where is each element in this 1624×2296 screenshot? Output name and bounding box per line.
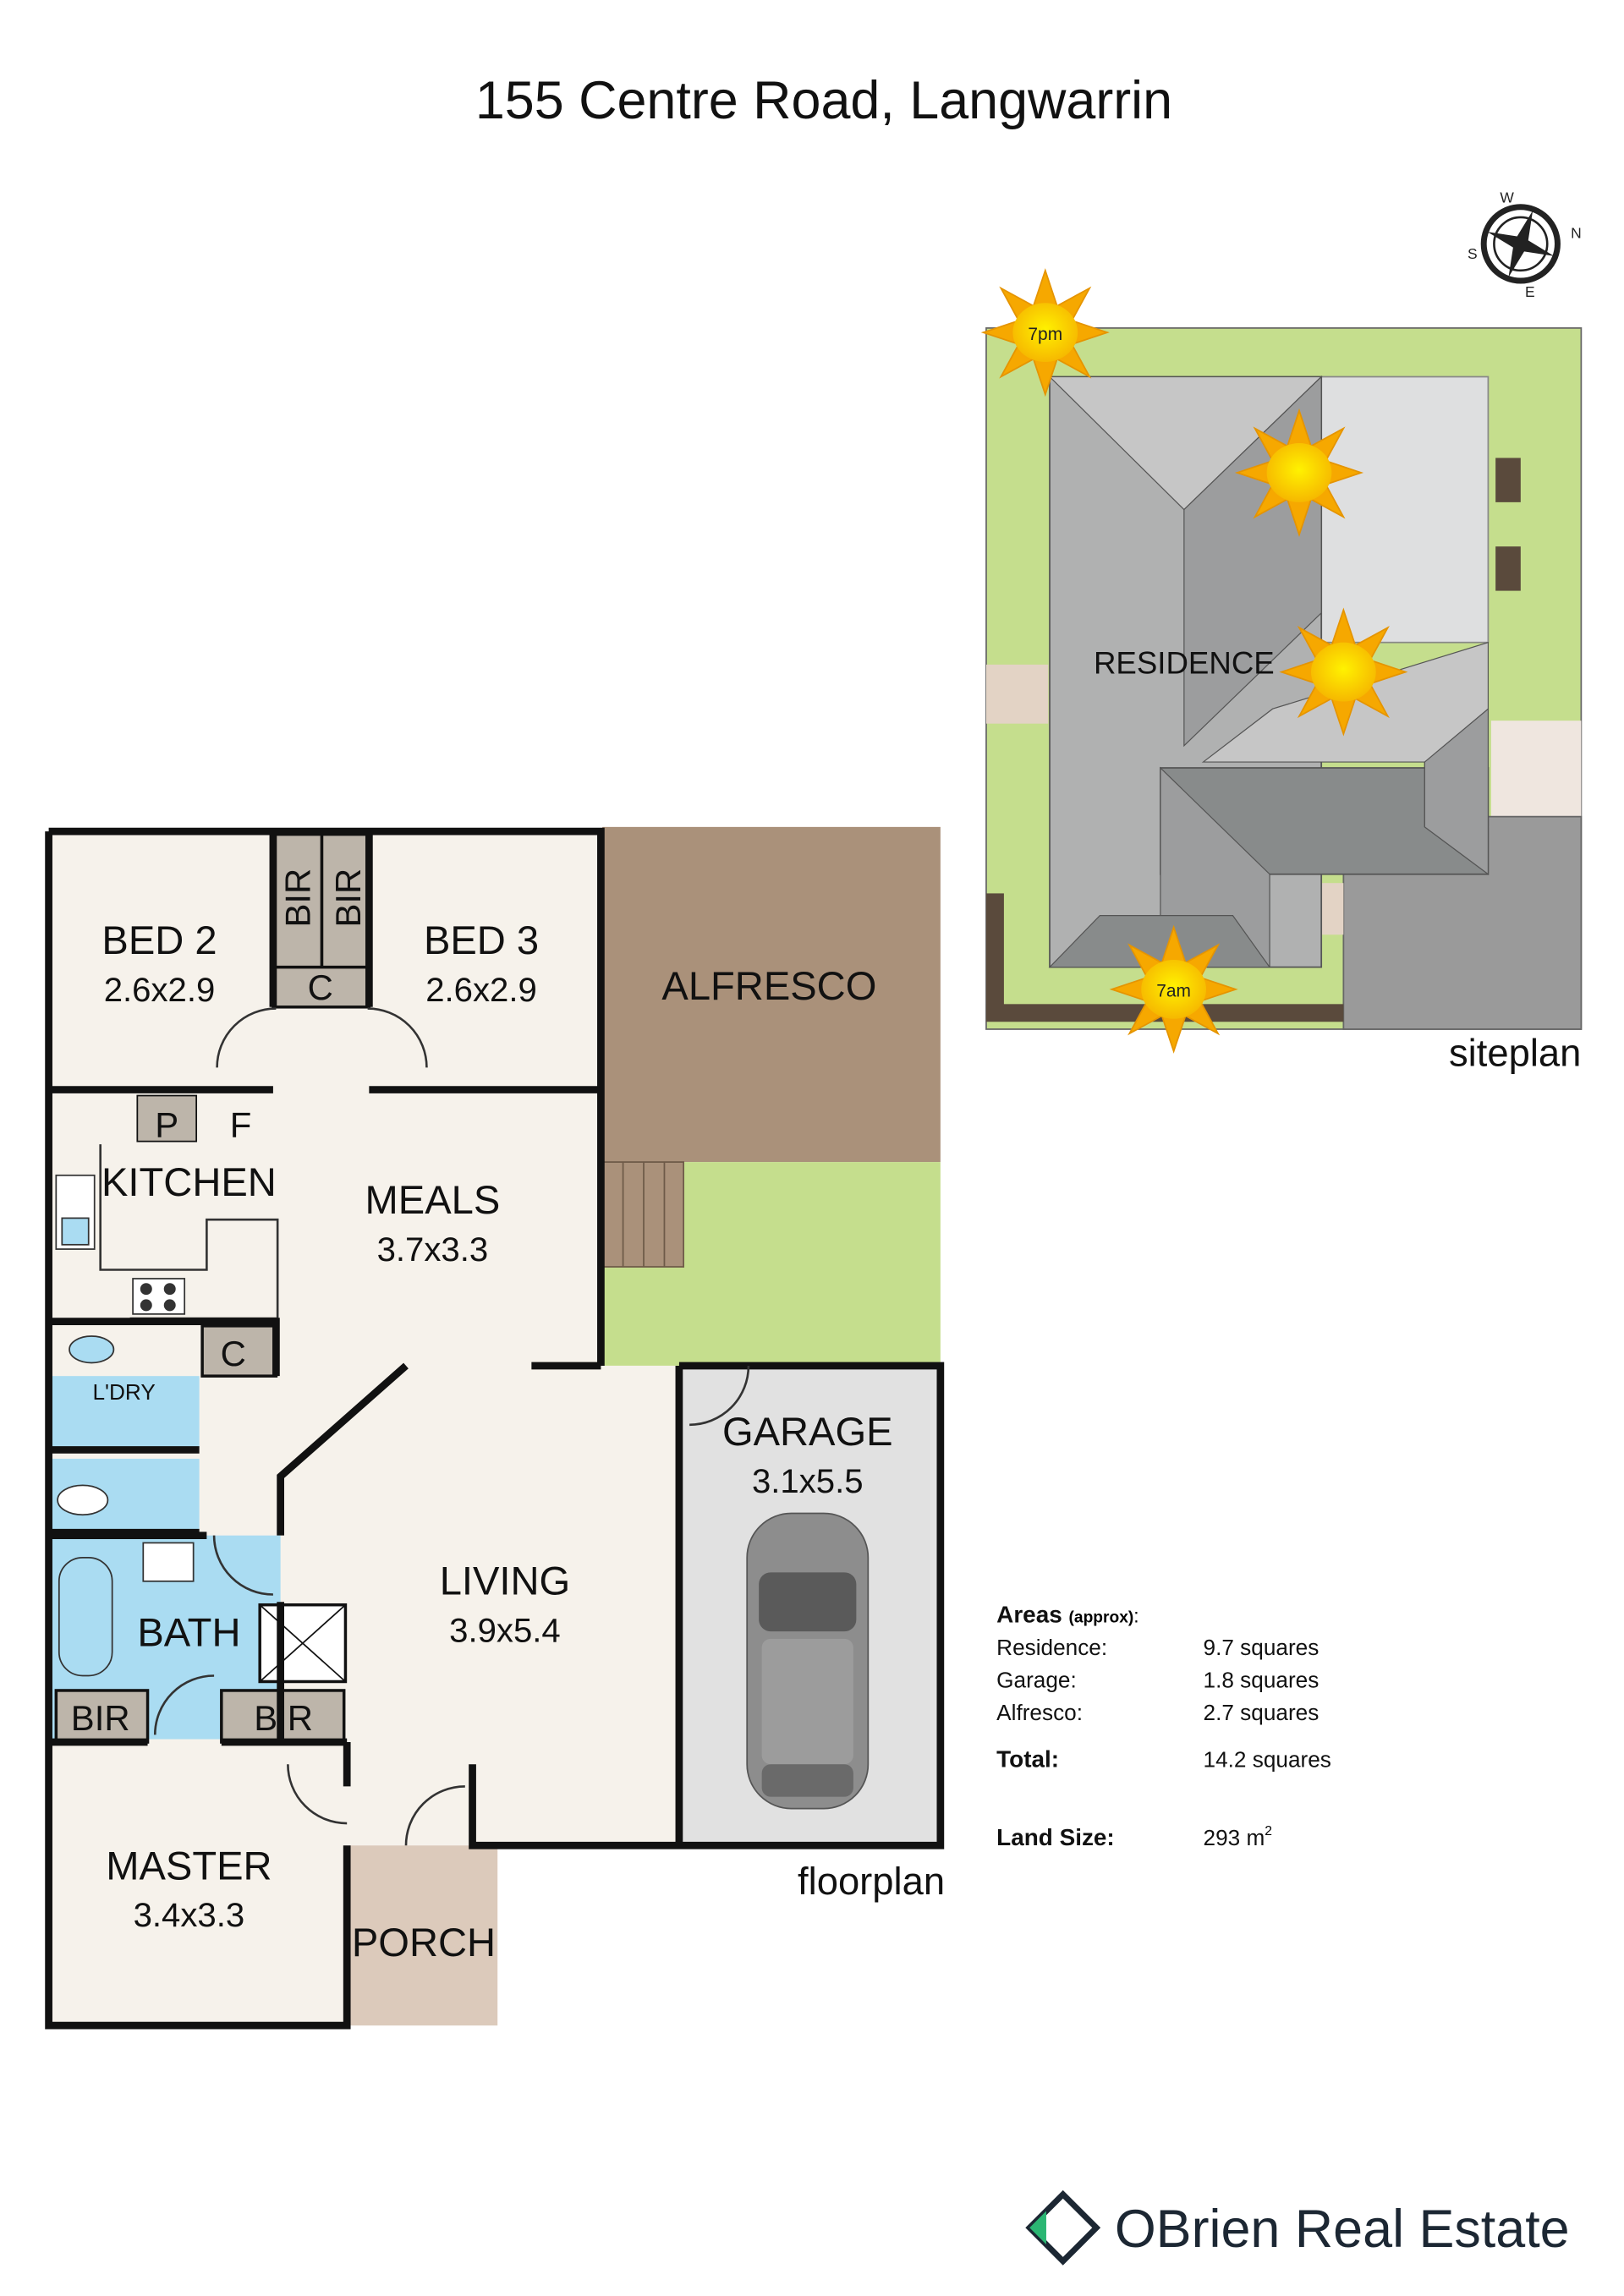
areas-table: Areas (approx): Residence: 9.7 squares G… (996, 1602, 1331, 1851)
c1-label: C (308, 967, 333, 1007)
floorplan-label: floorplan (798, 1860, 945, 1903)
compass-s: S (1468, 245, 1478, 262)
c2-label: C (221, 1334, 246, 1373)
floorplan: BED 2 2.6x2.9 BED 3 2.6x2.9 BIR BIR C AL… (45, 826, 945, 2030)
bir2-label: BIR (328, 869, 368, 928)
land-size-label: Land Size: (996, 1824, 1115, 1850)
area-value-residence: 9.7 squares (1204, 1635, 1320, 1660)
brand-logo: OBrien Real Estate (1025, 2189, 1570, 2266)
residence-label: RESIDENCE (1094, 645, 1275, 680)
fridge-label: F (230, 1104, 252, 1144)
bed2-dims: 2.6x2.9 (104, 971, 216, 1009)
areas-heading: Areas (approx): (996, 1602, 1138, 1628)
living-name: LIVING (440, 1559, 570, 1603)
brand-name: OBrien Real Estate (1115, 2200, 1570, 2259)
total-label: Total: (996, 1746, 1059, 1773)
bed3-name: BED 3 (424, 918, 539, 962)
garage-dims: 3.1x5.5 (752, 1462, 864, 1500)
bed2-name: BED 2 (102, 918, 217, 962)
alfresco-label: ALFRESCO (661, 963, 876, 1008)
sun-evening-label: 7pm (1028, 325, 1062, 344)
area-value-alfresco: 2.7 squares (1204, 1700, 1320, 1725)
compass-e: E (1525, 283, 1535, 300)
area-label-alfresco: Alfresco: (996, 1700, 1083, 1725)
bir4-label: BIR (254, 1698, 313, 1738)
page-title: 155 Centre Road, Langwarrin (475, 71, 1172, 130)
sun-icon (1281, 609, 1407, 735)
area-label-garage: Garage: (996, 1667, 1077, 1692)
pantry-label: P (155, 1104, 178, 1144)
area-label-residence: Residence: (996, 1635, 1107, 1660)
sun-morning-label: 7am (1156, 982, 1191, 1001)
garage-name: GARAGE (722, 1409, 893, 1454)
compass-n: N (1571, 224, 1582, 241)
laundry-label: L'DRY (92, 1379, 155, 1405)
bed3-dims: 2.6x2.9 (425, 971, 537, 1009)
master-name: MASTER (106, 1843, 272, 1888)
porch-label: PORCH (352, 1920, 496, 1964)
kitchen-label: KITCHEN (102, 1159, 277, 1204)
sun-icon (1236, 409, 1363, 536)
land-size-value: 293 m2 (1204, 1824, 1272, 1850)
total-value: 14.2 squares (1204, 1747, 1331, 1773)
compass-icon: N E S W (1468, 189, 1582, 301)
meals-dims: 3.7x3.3 (377, 1230, 489, 1269)
master-dims: 3.4x3.3 (134, 1896, 245, 1934)
bir3-label: BIR (71, 1698, 130, 1738)
meals-name: MEALS (365, 1177, 501, 1222)
diamond-logo-icon (1025, 2189, 1101, 2266)
living-dims: 3.9x5.4 (449, 1611, 561, 1649)
siteplan-label: siteplan (1449, 1032, 1581, 1075)
siteplan: RESIDENCE 7pm 7am siteplan (982, 269, 1583, 1075)
car-icon (746, 1512, 870, 1810)
compass-w: W (1500, 189, 1514, 206)
area-value-garage: 1.8 squares (1204, 1667, 1320, 1692)
bath-label: BATH (137, 1610, 240, 1655)
bir1-label: BIR (278, 869, 318, 928)
